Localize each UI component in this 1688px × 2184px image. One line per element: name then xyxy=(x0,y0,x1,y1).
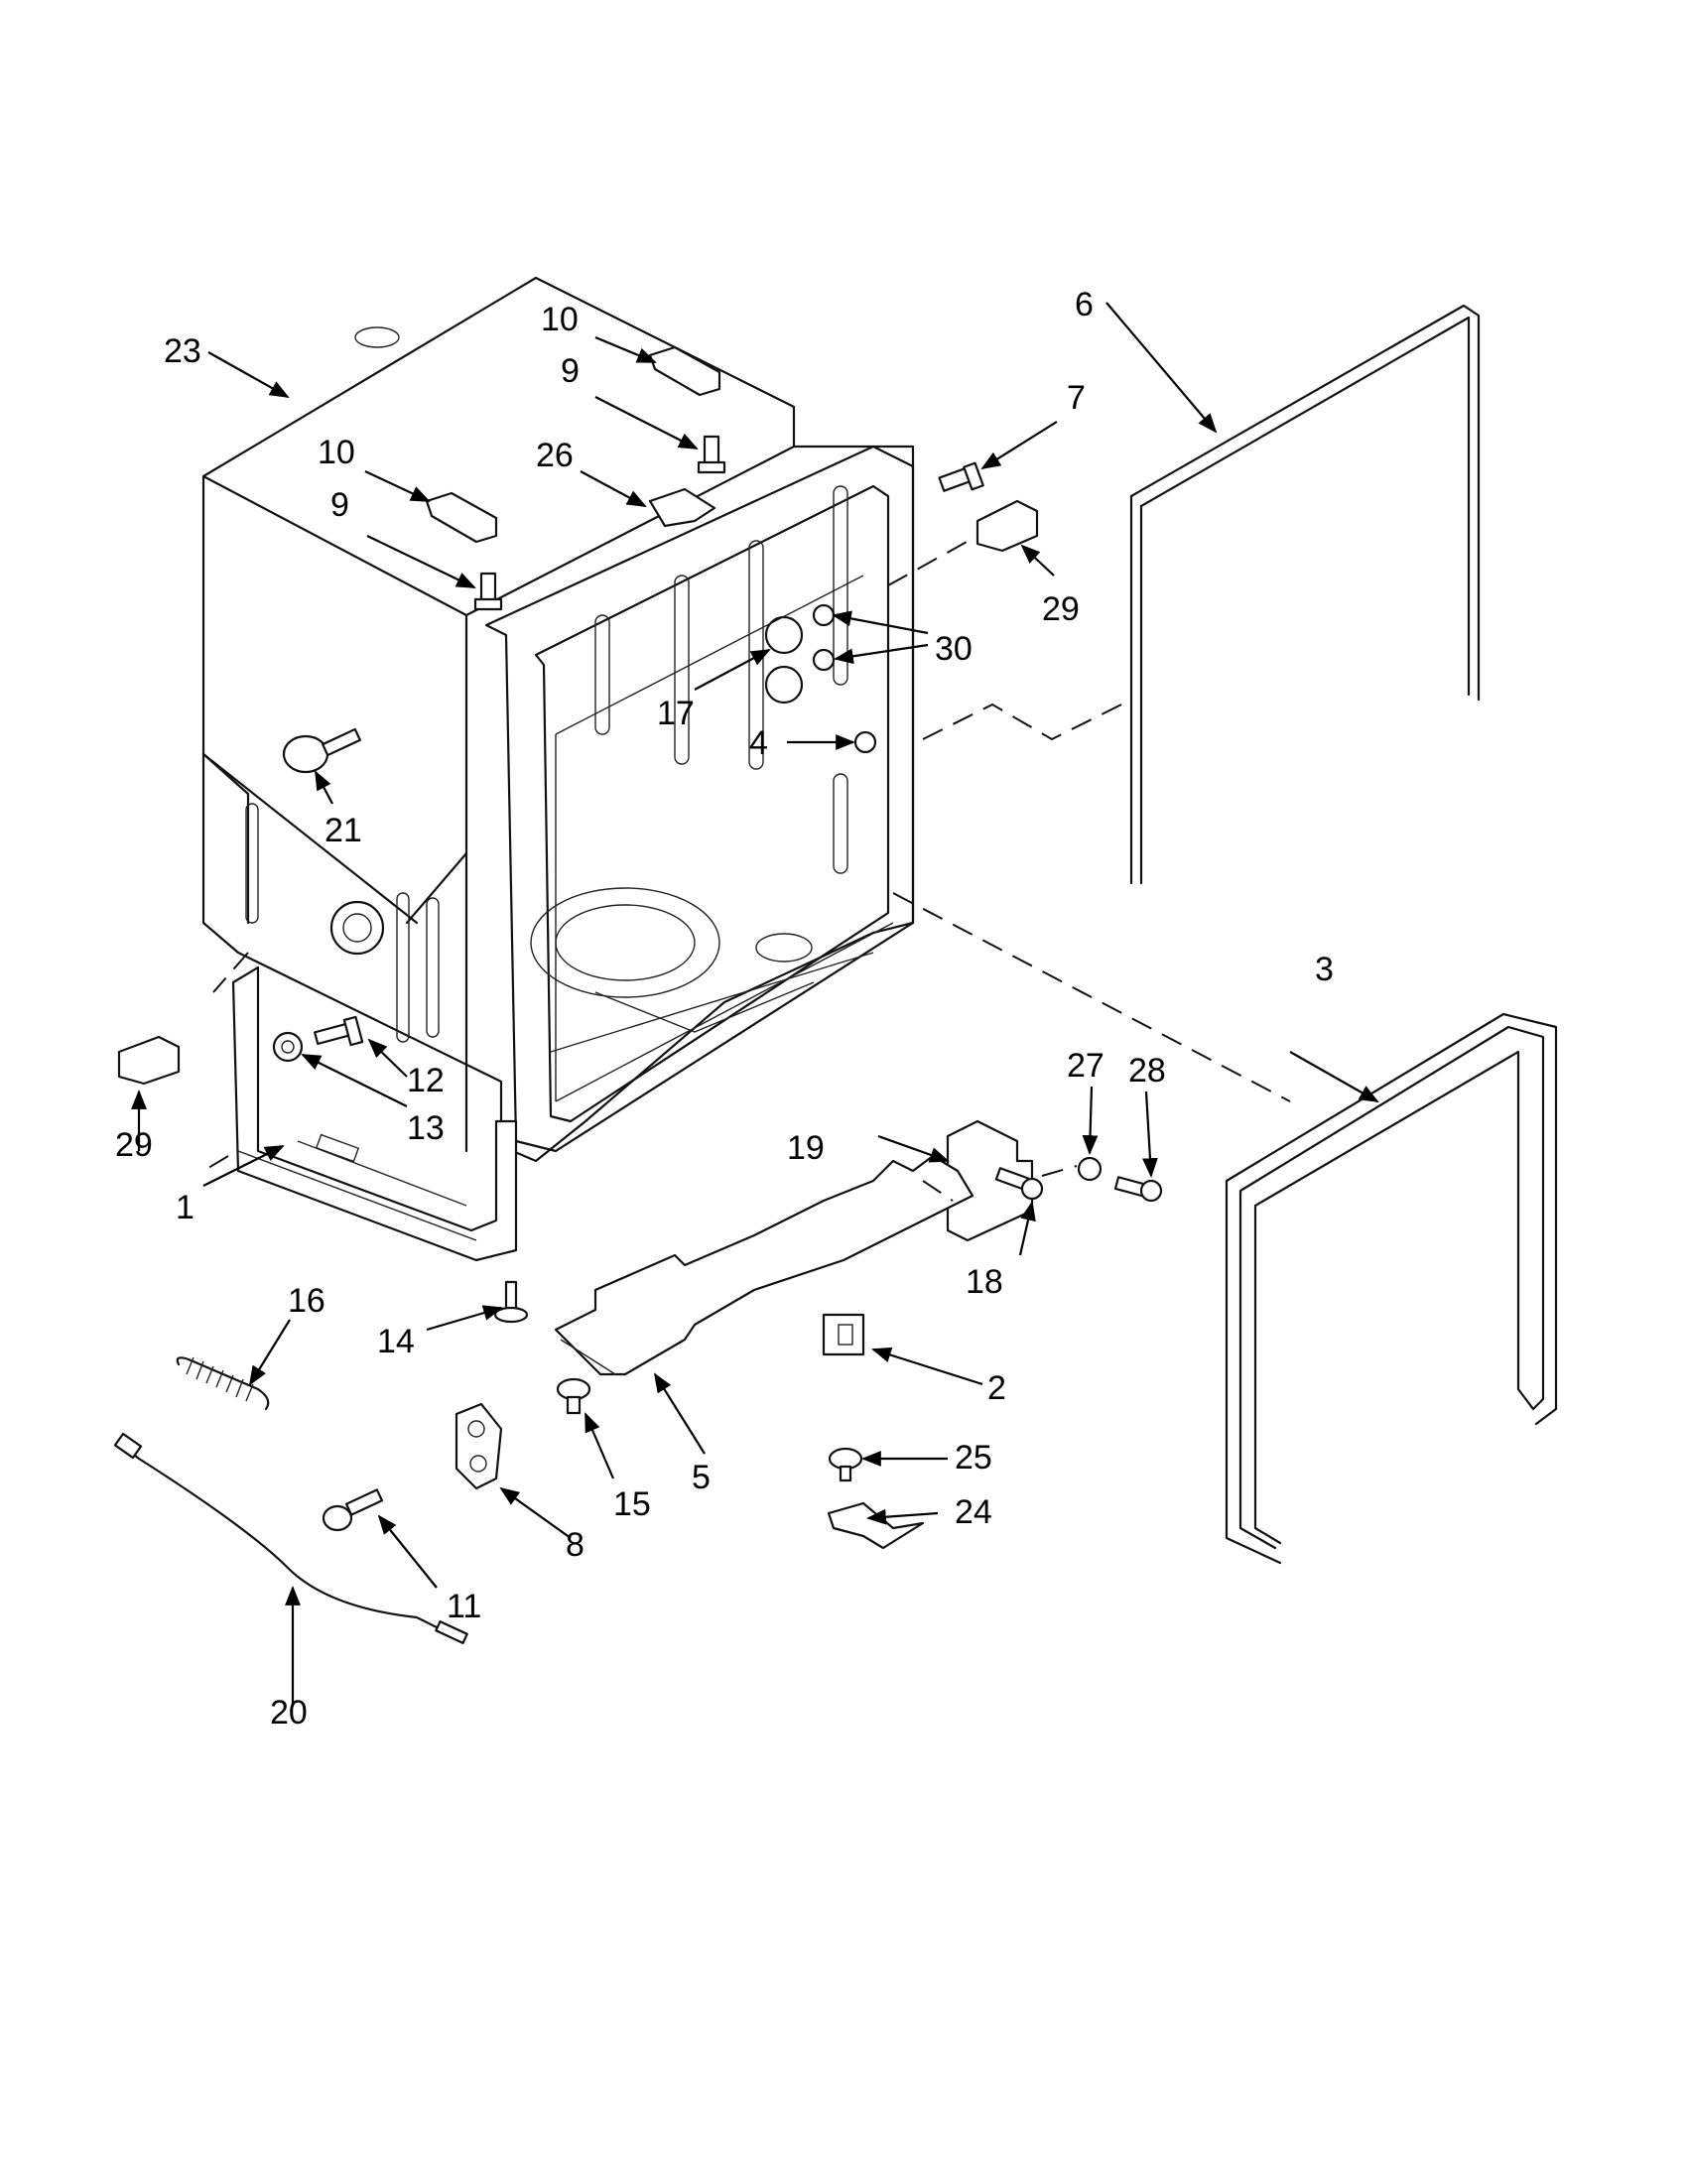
bracket-part-8 xyxy=(454,1402,503,1490)
callout-label: 5 xyxy=(692,1459,711,1496)
fitting-part-17 xyxy=(764,665,804,705)
callout-label: 13 xyxy=(407,1109,445,1147)
callout-label: 25 xyxy=(955,1439,992,1477)
callout-label: 11 xyxy=(447,1588,481,1625)
base-bracket xyxy=(231,965,518,1262)
callout-label: 23 xyxy=(164,332,201,370)
nut-part-27 xyxy=(1077,1156,1103,1182)
screw-part-12 xyxy=(314,1015,364,1047)
plug-part-4 xyxy=(853,730,877,754)
callout-label: 12 xyxy=(407,1062,445,1099)
screw-part-11 xyxy=(322,1488,384,1532)
bracket-part-19 xyxy=(946,1119,1034,1242)
washer-part-30 xyxy=(812,648,836,672)
callout-label: 9 xyxy=(330,486,349,524)
callout-label: 7 xyxy=(1067,379,1086,417)
dishwasher-tub xyxy=(201,276,915,1163)
clip-part-26 xyxy=(648,487,716,528)
callout-label: 18 xyxy=(966,1263,1003,1301)
gasket-part-6 xyxy=(1139,316,1471,697)
callout-label: 1 xyxy=(176,1189,195,1226)
screw-part-9 xyxy=(473,572,503,611)
callout-label: 10 xyxy=(318,434,355,471)
callout-label: 29 xyxy=(115,1126,153,1164)
callout-label: 8 xyxy=(566,1526,584,1564)
callout-label: 29 xyxy=(1042,590,1080,628)
bracket-part-10 xyxy=(648,345,721,397)
callout-label: 9 xyxy=(561,352,580,390)
callout-label: 10 xyxy=(541,301,579,338)
callout-label: 26 xyxy=(536,437,574,474)
bracket-part-24 xyxy=(827,1501,925,1550)
callout-label: 2 xyxy=(987,1369,1006,1407)
switch-part-2 xyxy=(822,1313,865,1356)
spring-part-16 xyxy=(176,1356,270,1411)
callout-label: 19 xyxy=(787,1129,825,1167)
bracket-part-10 xyxy=(425,491,498,544)
cap-part-29 xyxy=(975,499,1039,553)
callout-label: 21 xyxy=(325,812,362,849)
gasket-part-3 xyxy=(1238,1025,1545,1550)
gasket-part-6 xyxy=(1129,304,1481,702)
panel-part-5 xyxy=(554,1154,974,1376)
callout-label: 16 xyxy=(288,1282,325,1320)
part-25 xyxy=(828,1447,863,1482)
screw-part-9 xyxy=(697,435,726,474)
foot-part-15 xyxy=(556,1377,591,1415)
callout-label: 17 xyxy=(657,695,695,732)
callout-label: 4 xyxy=(749,724,768,762)
callout-label: 28 xyxy=(1128,1052,1166,1090)
callout-label: 20 xyxy=(270,1694,308,1732)
callout-label: 15 xyxy=(613,1485,651,1523)
gasket-part-3 xyxy=(1225,1012,1558,1565)
callout-label: 6 xyxy=(1075,286,1094,323)
screw-part-28 xyxy=(1113,1176,1163,1203)
callout-label: 3 xyxy=(1315,951,1334,988)
leveler-part-14 xyxy=(493,1280,529,1324)
callout-label: 14 xyxy=(377,1323,415,1360)
callout-label: 30 xyxy=(935,630,973,668)
cap-part-29 xyxy=(117,1035,181,1086)
callout-label: 27 xyxy=(1067,1047,1104,1085)
fitting-part-17 xyxy=(764,615,804,655)
callout-label: 24 xyxy=(955,1493,992,1531)
cable-part-20 xyxy=(113,1432,468,1644)
fastener-part-21 xyxy=(282,727,361,774)
screw-part-7 xyxy=(938,461,984,492)
screw-part-18 xyxy=(994,1167,1044,1201)
